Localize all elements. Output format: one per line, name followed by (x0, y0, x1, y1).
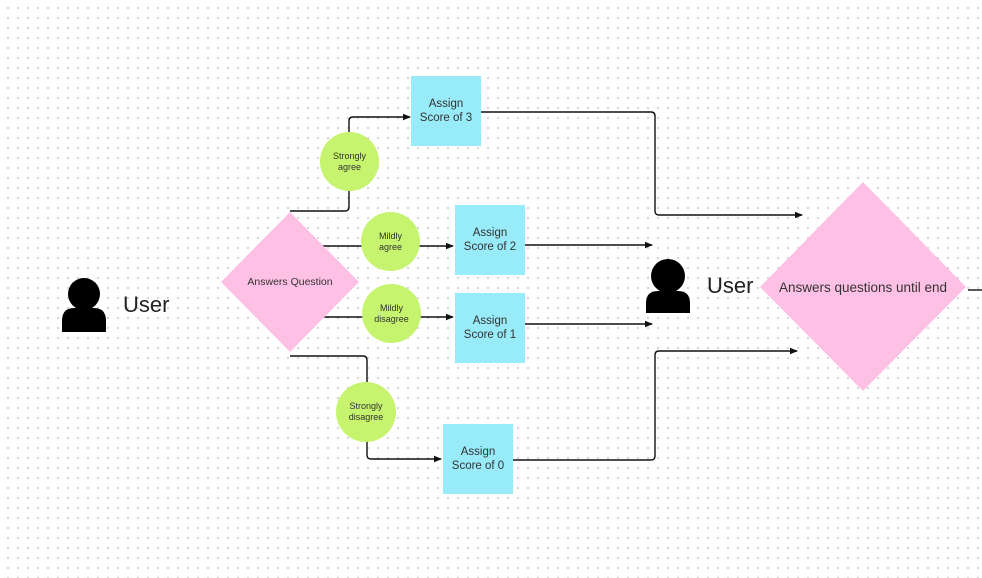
option-line: disagree (374, 313, 409, 324)
decision-answers-question (221, 212, 359, 352)
right-user-label: User (707, 273, 754, 298)
option-mildly-disagree: Mildly disagree (362, 284, 421, 343)
connector-score-3-out (481, 111, 803, 219)
option-line: disagree (348, 412, 384, 422)
box-line: Score of 2 (463, 241, 517, 253)
option-line: Strongly (332, 150, 367, 161)
box-line: Score of 0 (451, 460, 505, 472)
box-score-3: Assign Score of 3 (411, 76, 481, 146)
option-strongly-agree: Strongly agree (320, 132, 379, 191)
box-line: Assign (460, 446, 496, 458)
box-score-2: Assign Score of 2 (455, 205, 525, 275)
option-line: Mildly (379, 302, 403, 313)
box-line: Assign (472, 227, 508, 239)
box-line: Assign (472, 315, 508, 327)
box-line: Assign (428, 98, 464, 110)
answers-question-label: Answers Question (247, 276, 333, 288)
option-line: Strongly (349, 401, 383, 411)
option-line: Mildly (378, 230, 402, 241)
box-score-1: Assign Score of 1 (455, 293, 525, 363)
left-user-label: User (123, 292, 170, 317)
user-icon (62, 278, 106, 332)
connector-score-0-out (513, 347, 798, 461)
answers-until-end-label: Answers questions until end (778, 279, 948, 295)
box-line: Score of 3 (419, 112, 473, 124)
decision-answers-until-end (760, 182, 966, 391)
option-line: agree (378, 241, 403, 252)
box-score-0: Assign Score of 0 (443, 424, 513, 494)
user-icon (646, 259, 690, 313)
box-line: Score of 1 (463, 329, 517, 341)
option-strongly-disagree: Strongly disagree (336, 382, 396, 442)
option-line: agree (337, 161, 362, 172)
option-mildly-agree: Mildly agree (361, 212, 420, 271)
